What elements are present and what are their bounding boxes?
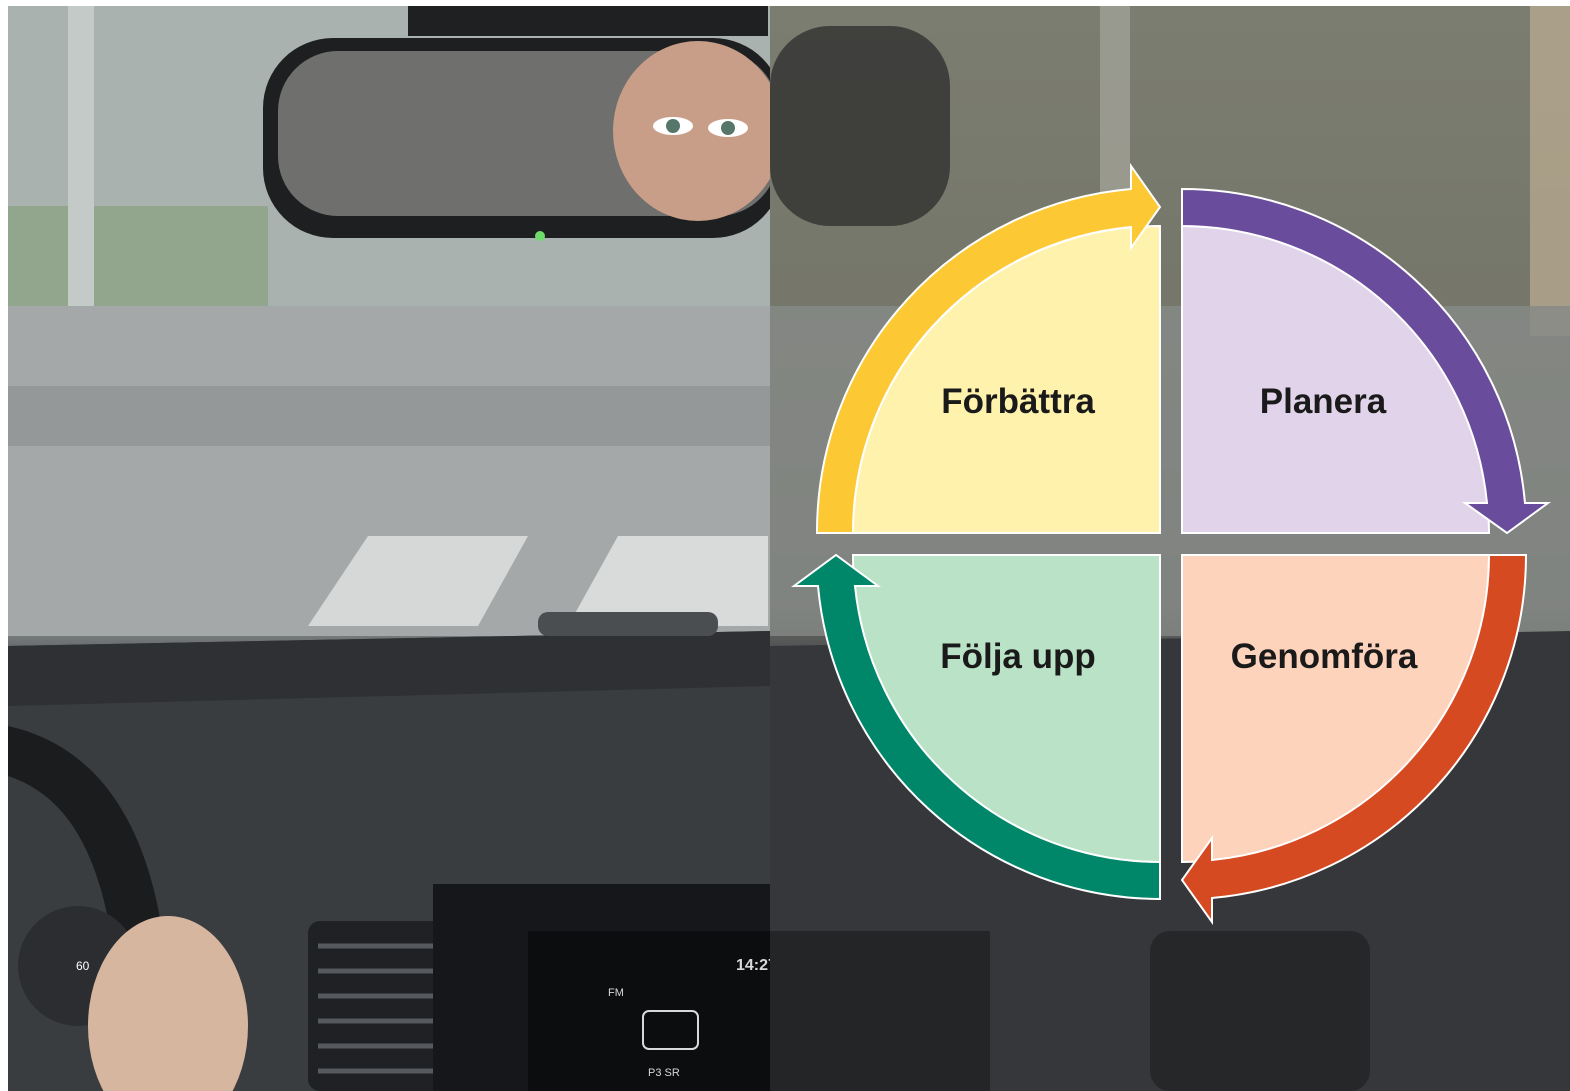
quadrant-forbattra [851,224,1161,534]
quadrant-genomfora [1181,554,1491,864]
dashboard-top [8,631,770,706]
driver-face-reflection [613,41,770,221]
car-interior-photo: 60 14:27 FM P3 SR [8,6,770,1091]
arrow-folja-upp [790,553,1161,901]
road-far-lane [8,386,770,446]
speed-mark: 60 [76,959,90,973]
mirror-indicator-light [535,231,545,241]
quadrant-planera [1181,224,1491,534]
arrow-genomfora [1180,554,1528,926]
driver-hand [88,916,248,1091]
blurred-screen [770,931,990,1091]
screen-clock: 14:27 [736,957,770,974]
crosswalk-stripe-2 [568,536,768,626]
label-genomfora: Genomföra [1231,637,1418,676]
iris-right [721,121,735,135]
radio-station: P3 SR [648,1067,680,1079]
pdca-cycle-diagram: Förbättra Planera Genomföra Följa upp [790,162,1552,926]
arrow-forbattra [815,162,1162,534]
blurred-sign [1530,6,1570,336]
crosswalk-stripe-1 [308,536,528,626]
iris-left [666,119,680,133]
audio-icon [642,1010,699,1050]
label-forbattra: Förbättra [941,382,1095,421]
quadrant-folja-upp [851,554,1161,864]
label-folja-upp: Följa upp [940,637,1096,676]
windshield-wiper [538,612,718,636]
arrow-planera [1181,187,1552,535]
radio-band: FM [608,987,624,999]
mirror-mount [408,6,768,36]
label-planera: Planera [1260,382,1387,421]
blurred-vent [1150,931,1370,1091]
blurred-mirror [770,26,950,226]
air-vent-slats [318,943,440,1074]
photo-left-panel: 60 14:27 FM P3 SR [8,6,770,1091]
